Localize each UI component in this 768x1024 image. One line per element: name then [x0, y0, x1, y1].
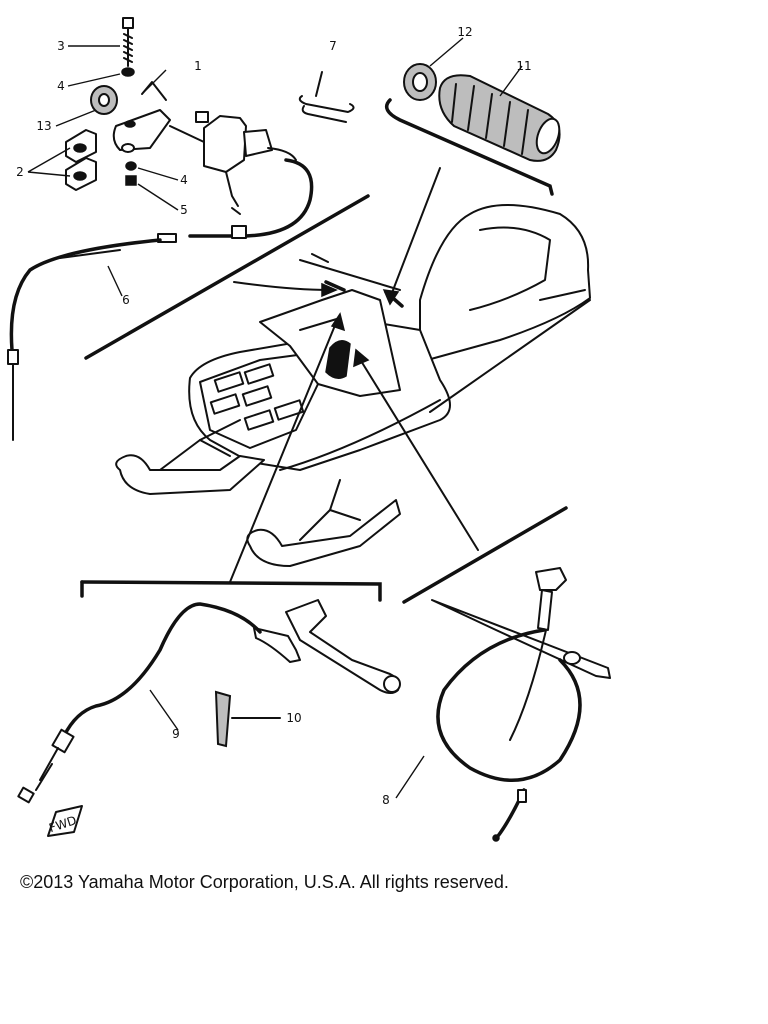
callout-6: 6 — [122, 293, 130, 307]
callout-7: 7 — [329, 39, 337, 53]
cable-clip-part — [214, 690, 281, 748]
leader-lines — [27, 37, 523, 799]
speedometer-cable — [431, 567, 611, 842]
callout-labels: 1 2 3 4 4 5 6 7 8 9 10 11 12 13 — [16, 25, 531, 807]
callout-5: 5 — [180, 203, 188, 217]
callout-9: 9 — [172, 727, 180, 741]
callout-11: 11 — [516, 59, 531, 73]
callout-1: 1 — [194, 59, 202, 73]
throttle-cable — [7, 233, 177, 441]
section-dividers — [80, 98, 568, 604]
callout-8: 8 — [382, 793, 390, 807]
copyright-notice: ©2013 Yamaha Motor Corporation, U.S.A. A… — [20, 872, 509, 892]
parts-diagram: FWD 1 2 3 4 4 5 6 7 8 9 10 11 12 13 — [7, 17, 611, 842]
forward-direction-marker: FWD — [47, 805, 83, 837]
callout-4-top: 4 — [57, 79, 65, 93]
callout-3: 3 — [57, 39, 65, 53]
callout-4-bottom: 4 — [180, 173, 188, 187]
throttle-assembly — [65, 17, 314, 239]
callout-10: 10 — [286, 711, 301, 725]
grip-part — [403, 63, 561, 162]
clip-part — [298, 71, 355, 123]
brake-lever-assembly — [17, 599, 401, 804]
callout-12: 12 — [457, 25, 472, 39]
callout-2: 2 — [16, 165, 24, 179]
snowmobile-illustration — [115, 204, 591, 567]
callout-13: 13 — [36, 119, 51, 133]
pointer-arrows — [229, 167, 479, 583]
